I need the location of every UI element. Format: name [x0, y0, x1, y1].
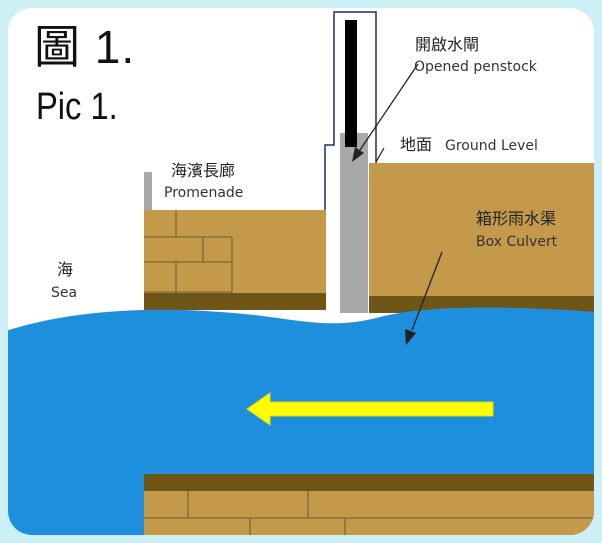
- penstock-label-zh: 開啟水閘: [415, 35, 480, 54]
- box-culvert-label-en: Box Culvert: [476, 234, 558, 250]
- figure-title: 圖 1.: [34, 21, 136, 73]
- box-culvert-label-zh: 箱形雨水渠: [476, 209, 557, 228]
- penstock-housing-outline: [324, 11, 377, 210]
- ground-label-en: Ground Level: [445, 138, 538, 154]
- figure-subtitle: Pic 1.: [36, 86, 118, 128]
- sea-label-en: Sea: [51, 285, 78, 301]
- ground-level-pointer: [375, 147, 385, 163]
- ground-block: [369, 163, 594, 313]
- penstock-label-en: Opened penstock: [414, 59, 537, 75]
- yellow-arrow-left-icon: [246, 392, 494, 426]
- lower-wall: [144, 474, 594, 535]
- box-culvert-pointer: [405, 251, 443, 345]
- promenade-label-zh: 海濱長廊: [171, 161, 236, 180]
- ground-label-zh: 地面: [400, 135, 433, 154]
- promenade-wall: [144, 210, 326, 310]
- sea-label-zh: 海: [57, 260, 74, 279]
- penstock-pointer: [352, 63, 419, 162]
- promenade-railing: [144, 172, 152, 210]
- promenade-label-en: Promenade: [164, 185, 244, 201]
- penstock-gate: [340, 20, 368, 313]
